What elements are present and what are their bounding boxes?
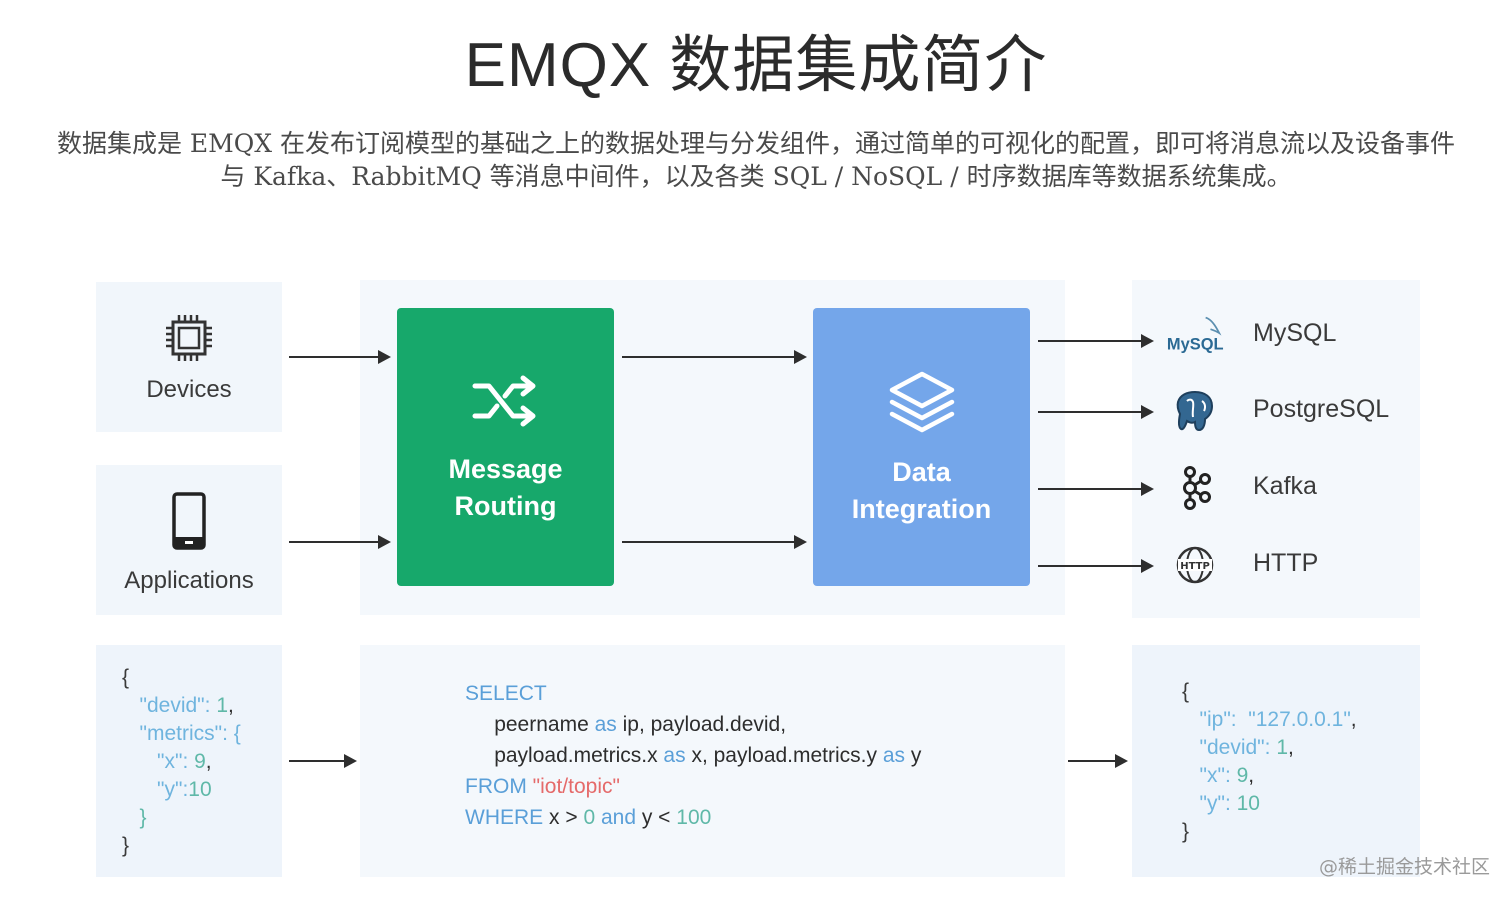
target-http-label: HTTP <box>1253 549 1319 577</box>
devices-box: Devices <box>96 282 282 432</box>
arrow-routing-to-integration-top <box>622 350 807 364</box>
kafka-icon <box>1165 463 1225 513</box>
message-routing-line-2: Routing <box>454 491 557 521</box>
target-http: HTTP HTTP <box>1150 540 1410 590</box>
postgresql-icon <box>1165 386 1225 436</box>
watermark: @稀土掘金技术社区 <box>1318 856 1490 878</box>
target-mysql: MySQL MySQL <box>1150 310 1410 360</box>
target-kafka: Kafka <box>1150 463 1410 513</box>
arrow-to-postgresql <box>1038 405 1154 419</box>
arrow-applications-to-routing <box>289 535 391 549</box>
svg-text:HTTP: HTTP <box>1180 561 1210 572</box>
phone-icon <box>172 492 206 550</box>
description-line-2: 与 Kafka、RabbitMQ 等消息中间件，以及各类 SQL / NoSQL… <box>220 162 1292 191</box>
mysql-icon: MySQL <box>1165 310 1225 360</box>
message-routing-block: Message Routing <box>397 308 614 586</box>
svg-text:MySQL: MySQL <box>1167 336 1224 354</box>
data-integration-line-2: Integration <box>851 494 992 524</box>
target-mysql-label: MySQL <box>1253 319 1337 347</box>
applications-box: Applications <box>96 465 282 615</box>
applications-label: Applications <box>124 567 254 594</box>
input-json-panel <box>96 645 282 877</box>
arrow-to-kafka <box>1038 482 1154 496</box>
output-json-code: { "ip": "127.0.0.1", "devid": 1, "x": 9,… <box>1182 680 1357 843</box>
input-json-code: { "devid": 1, "metrics": { "x": 9, "y":1… <box>122 666 241 857</box>
chip-icon <box>166 315 212 361</box>
target-postgresql-label: PostgreSQL <box>1253 395 1390 423</box>
layers-icon <box>889 371 954 433</box>
page-title: EMQX 数据集成简介 <box>464 31 1048 100</box>
description-line-1: 数据集成是 EMQX 在发布订阅模型的基础之上的数据处理与分发组件，通过简单的可… <box>56 129 1456 158</box>
arrow-to-http <box>1038 559 1154 573</box>
target-kafka-label: Kafka <box>1253 472 1317 500</box>
arrow-devices-to-routing <box>289 350 391 364</box>
arrow-routing-to-integration-bottom <box>622 535 807 549</box>
sql-code: SELECT peername as ip, payload.devid, pa… <box>465 682 922 829</box>
arrow-to-mysql <box>1038 334 1154 348</box>
devices-label: Devices <box>146 376 232 403</box>
data-integration-line-1: Data <box>892 457 951 487</box>
arrow-sql-to-output <box>1068 754 1128 768</box>
message-routing-line-1: Message <box>448 454 563 484</box>
data-integration-block: Data Integration <box>813 308 1030 586</box>
shuffle-icon <box>472 375 535 427</box>
output-json-panel <box>1132 645 1420 877</box>
sql-panel <box>360 645 1065 877</box>
http-icon: HTTP <box>1165 540 1225 590</box>
arrow-json-to-sql <box>289 754 357 768</box>
target-postgresql: PostgreSQL <box>1150 386 1410 436</box>
